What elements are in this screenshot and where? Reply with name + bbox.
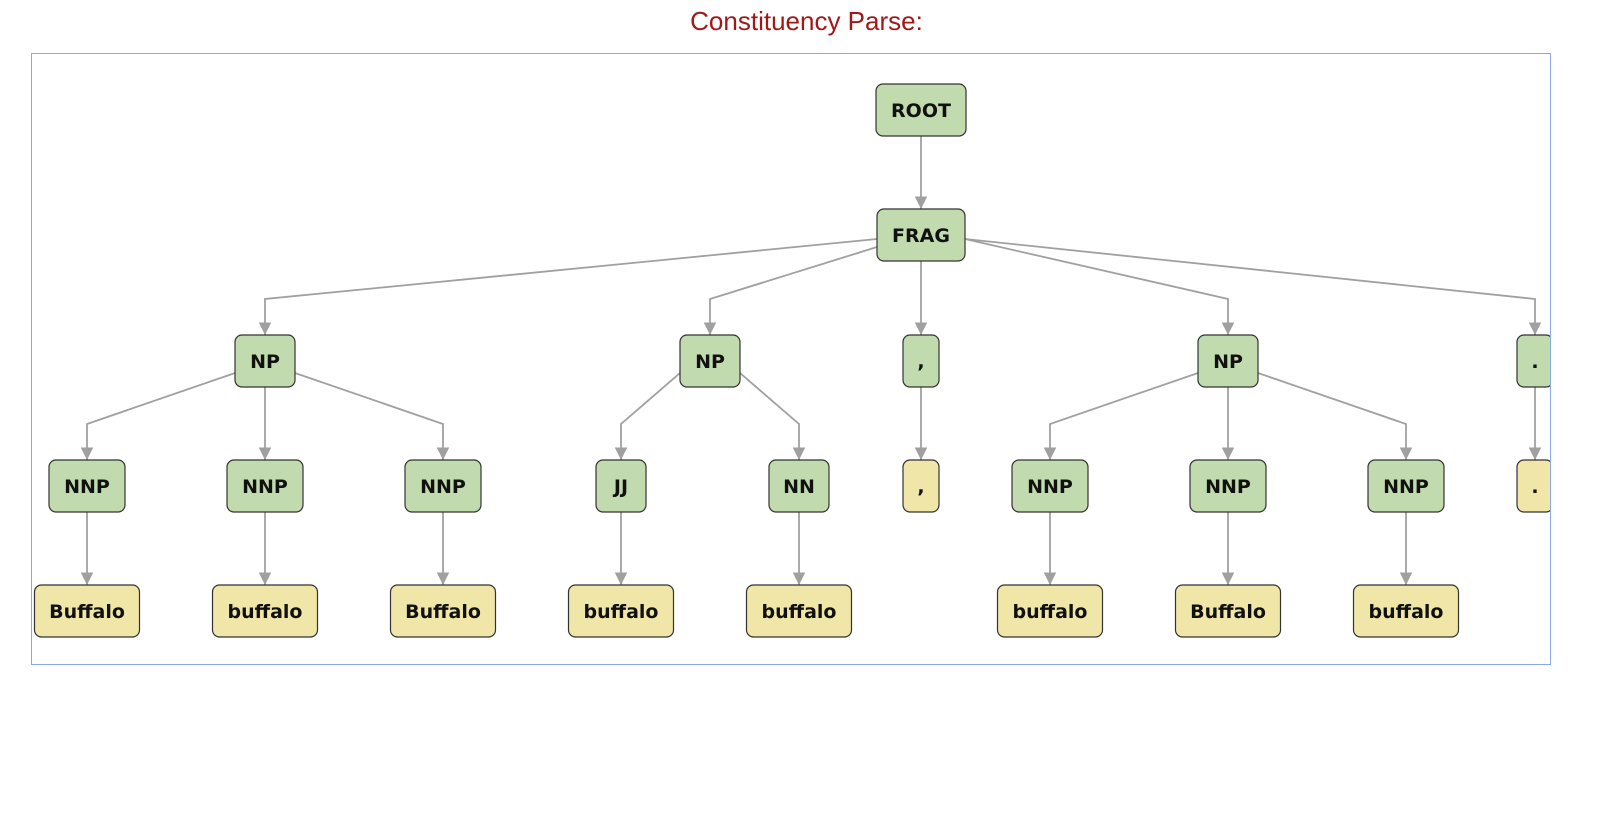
tree-node-box [595, 459, 647, 513]
tree-node-nnp3: NNP [404, 459, 482, 513]
tree-node-w7: Buffalo [1174, 584, 1282, 638]
tree-node-label: buffalo [584, 601, 659, 623]
tree-node-nnp6: NNP [1367, 459, 1445, 513]
tree-node-jj: JJ [595, 459, 647, 513]
tree-node-label: Buffalo [49, 601, 125, 623]
tree-node-w6: buffalo [996, 584, 1104, 638]
edge-np2-jj [614, 372, 681, 460]
edge-frag-np3 [964, 238, 1235, 335]
tree-node-box [1174, 584, 1282, 638]
edge-frag-np2 [703, 246, 878, 335]
tree-node-nnp2: NNP [226, 459, 304, 513]
tree-node-label: NNP [1383, 476, 1429, 498]
tree-node-nnp1: NNP [48, 459, 126, 513]
tree-node-comma: , [902, 334, 940, 388]
tree-node-label: NNP [1205, 476, 1251, 498]
tree-nodes: ROOT FRAG NP NP, NP. NNP NNP NNP JJ NN, NNP NNP NNP.… [33, 83, 1550, 638]
tree-node-np3: NP [1197, 334, 1259, 388]
page-title: Constituency Parse: [690, 6, 923, 36]
tree-node-box [902, 334, 940, 388]
tree-node-np1: NP [234, 334, 296, 388]
tree-node-period: . [1516, 334, 1550, 388]
tree-node-label: NNP [1027, 476, 1073, 498]
tree-node-label: buffalo [762, 601, 837, 623]
tree-node-label: buffalo [1369, 601, 1444, 623]
tree-node-box [234, 334, 296, 388]
tree-node-box [768, 459, 830, 513]
tree-node-box [226, 459, 304, 513]
edge-np3-nnp4 [1043, 372, 1199, 460]
tree-node-box [567, 584, 675, 638]
tree-node-period_leaf: . [1516, 459, 1550, 513]
tree-node-nnp4: NNP [1011, 459, 1089, 513]
tree-node-box [48, 459, 126, 513]
tree-node-w5: buffalo [745, 584, 853, 638]
edge-frag-period [964, 238, 1542, 335]
edge-np1-nnp3 [294, 372, 450, 460]
tree-node-box [1516, 459, 1550, 513]
tree-node-label: NN [783, 476, 815, 498]
tree-node-box [1516, 334, 1550, 388]
tree-node-label: Buffalo [1190, 601, 1266, 623]
tree-node-box [1352, 584, 1460, 638]
tree-node-box [996, 584, 1104, 638]
tree-node-box [404, 459, 482, 513]
tree-node-label: JJ [612, 476, 628, 498]
tree-node-label: NNP [420, 476, 466, 498]
tree-node-box [211, 584, 319, 638]
tree-node-label: NP [695, 351, 725, 373]
tree-node-box [875, 83, 967, 137]
tree-node-nnp5: NNP [1189, 459, 1267, 513]
tree-node-w8: buffalo [1352, 584, 1460, 638]
tree-node-label: . [1531, 476, 1538, 498]
tree-node-frag: FRAG [876, 208, 966, 262]
tree-node-box [745, 584, 853, 638]
tree-node-nn: NN [768, 459, 830, 513]
tree-node-w3: Buffalo [389, 584, 497, 638]
tree-node-box [876, 208, 966, 262]
tree-node-label: , [917, 476, 924, 498]
tree-node-w4: buffalo [567, 584, 675, 638]
tree-node-label: NNP [242, 476, 288, 498]
tree-node-box [1197, 334, 1259, 388]
tree-node-label: NP [1213, 351, 1243, 373]
tree-node-label: NP [250, 351, 280, 373]
tree-node-w2: buffalo [211, 584, 319, 638]
tree-node-box [1367, 459, 1445, 513]
tree-node-box [1011, 459, 1089, 513]
tree-node-w1: Buffalo [33, 584, 141, 638]
edge-np3-nnp6 [1257, 372, 1413, 460]
tree-node-label: FRAG [892, 225, 950, 247]
edge-np2-nn [739, 372, 806, 460]
tree-node-label: buffalo [1013, 601, 1088, 623]
tree-node-box [1189, 459, 1267, 513]
parse-tree-panel: ROOT FRAG NP NP, NP. NNP NNP NNP JJ NN, NNP NNP NNP.… [31, 53, 1551, 665]
tree-node-label: . [1531, 351, 1538, 373]
edge-frag-np1 [258, 238, 878, 335]
tree-edges [80, 136, 1542, 585]
tree-node-root: ROOT [875, 83, 967, 137]
tree-node-np2: NP [679, 334, 741, 388]
tree-node-comma_leaf: , [902, 459, 940, 513]
tree-node-label: buffalo [228, 601, 303, 623]
tree-node-box [902, 459, 940, 513]
tree-node-label: ROOT [891, 100, 951, 122]
tree-node-box [679, 334, 741, 388]
parse-tree: ROOT FRAG NP NP, NP. NNP NNP NNP JJ NN, NNP NNP NNP.… [33, 83, 1550, 638]
tree-node-box [389, 584, 497, 638]
tree-node-label: Buffalo [405, 601, 481, 623]
tree-node-label: NNP [64, 476, 110, 498]
tree-node-box [33, 584, 141, 638]
tree-node-label: , [917, 351, 924, 373]
edge-np1-nnp1 [80, 372, 236, 460]
